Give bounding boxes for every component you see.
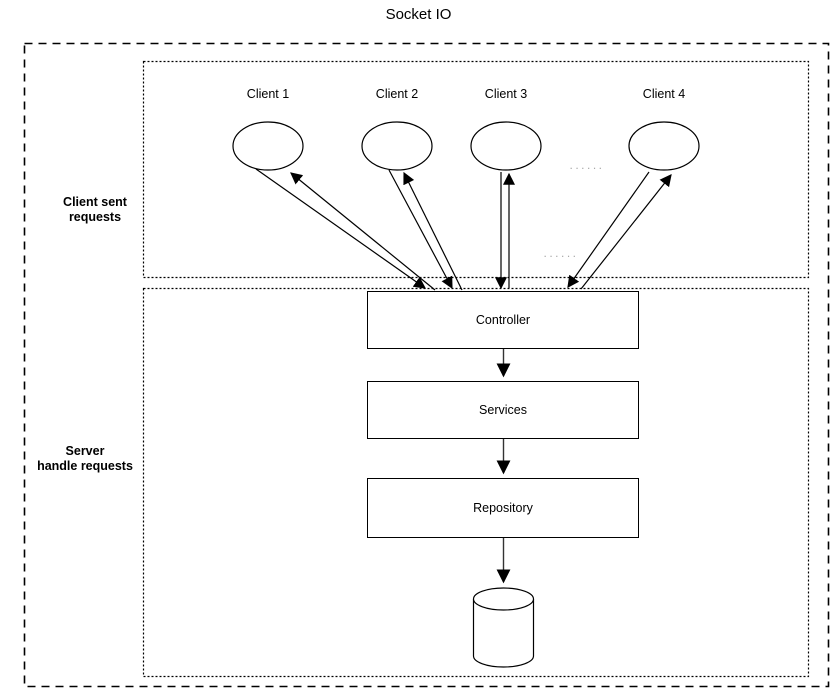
services-box-label: Services xyxy=(479,403,527,417)
client-4-request-arrow xyxy=(567,171,650,288)
client-1-ellipse xyxy=(232,121,304,171)
client-1-response-arrow xyxy=(290,172,436,291)
client-4-ellipse xyxy=(628,121,700,171)
server-region-label: Server handle requests xyxy=(25,444,145,474)
ellipsis-dots-lower: ...... xyxy=(543,246,579,260)
client-2-response-arrow xyxy=(403,171,463,291)
server-region-label-line-1: Server xyxy=(65,444,105,458)
client-region-label-line-1: Client sent xyxy=(63,195,127,209)
client-1-label: Client 1 xyxy=(246,87,290,101)
client-region-label: Client sent requests xyxy=(35,195,155,225)
ellipsis-dots-upper: ...... xyxy=(569,158,605,172)
client-4-response-arrow xyxy=(580,174,672,290)
client-1-request-arrow xyxy=(255,168,426,289)
database-cylinder xyxy=(472,587,535,668)
client-4-label: Client 4 xyxy=(642,87,686,101)
services-box: Services xyxy=(367,381,639,439)
controller-box-label: Controller xyxy=(475,313,531,327)
client-2-ellipse xyxy=(361,121,433,171)
client-2-label: Client 2 xyxy=(375,87,419,101)
repository-box-label: Repository xyxy=(473,501,533,515)
server-region-label-line-2: handle requests xyxy=(37,459,133,473)
client-region-label-line-2: requests xyxy=(68,210,122,224)
client-2-request-arrow xyxy=(388,169,453,290)
controller-box: Controller xyxy=(367,291,639,349)
client-region-boundary xyxy=(142,60,810,279)
server-region-boundary xyxy=(142,287,810,678)
repository-box: Repository xyxy=(367,478,639,538)
diagram-title: Socket IO xyxy=(385,6,452,23)
client-3-label: Client 3 xyxy=(484,87,528,101)
client-3-ellipse xyxy=(470,121,542,171)
outer-boundary xyxy=(23,42,830,688)
